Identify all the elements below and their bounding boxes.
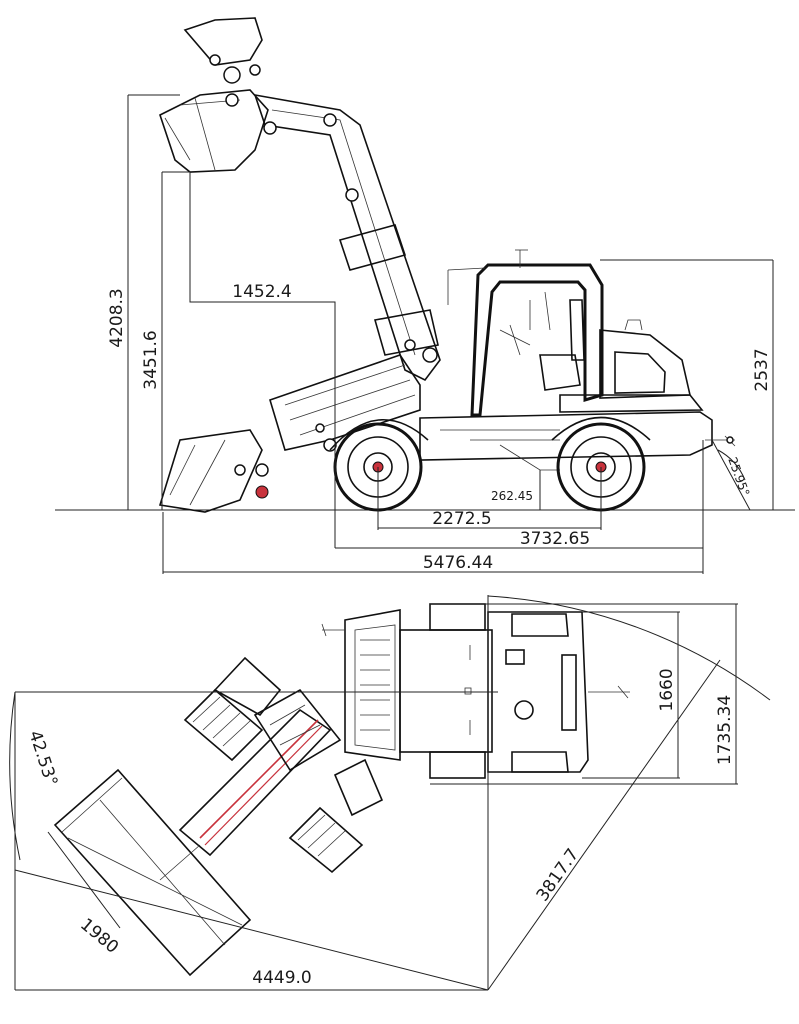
label-vehicle-width: 1660 (657, 668, 677, 711)
dim-overall-width: 1735.34 (430, 603, 738, 785)
dim-dump-height: 3451.6 (141, 171, 190, 510)
raised-bucket (159, 17, 269, 173)
label-dump-height: 3451.6 (141, 330, 161, 389)
label-inner-turning-radius: 3817.7 (533, 845, 584, 905)
dim-wheelbase: 2272.5 (377, 467, 602, 530)
rear-body (487, 611, 630, 773)
engine-hood (599, 329, 691, 399)
lowered-bucket (158, 429, 269, 513)
label-overall-width: 1735.34 (715, 695, 735, 765)
dim-overall-length: 5476.44 (162, 440, 704, 574)
label-articulation-angle: 42.53° (24, 728, 61, 789)
label-departure-angle: 25.95° (725, 455, 752, 498)
label-length-no-bucket: 3732.65 (520, 529, 590, 549)
boom-arm (253, 93, 441, 382)
dim-inner-turning-radius: 3817.7 (487, 659, 721, 991)
label-outer-turning-radius: 4449.0 (252, 968, 311, 988)
dim-vehicle-width: 1660 (582, 611, 680, 779)
label-wheelbase: 2272.5 (432, 509, 491, 529)
articulation-arc (9, 691, 21, 861)
dim-ground-clearance: 262.45 (491, 470, 541, 510)
top-view: 1660 1735.34 3817.7 4449.0 42.53° (9, 595, 771, 991)
front-left-wheel-top (183, 656, 282, 762)
cab (447, 249, 604, 417)
dim-max-height: 4208.3 (107, 94, 180, 510)
rear-fender (551, 416, 651, 441)
label-ground-clearance: 262.45 (491, 489, 533, 503)
label-cab-height: 2537 (752, 348, 772, 391)
dim-departure-angle: 25.95° (711, 439, 752, 511)
dim-length-no-bucket: 3732.65 (335, 529, 703, 549)
engine-window (614, 351, 666, 394)
loader-arm (178, 688, 342, 857)
exhaust-cap (624, 319, 643, 331)
dim-outer-turning-radius: 4449.0 (14, 595, 489, 991)
outer-turning-arc (487, 595, 771, 701)
label-max-height: 4208.3 (107, 288, 127, 347)
label-dump-reach: 1452.4 (232, 282, 291, 302)
front-fender (329, 419, 429, 451)
label-overall-length: 5476.44 (423, 553, 493, 573)
front-right-wheel-top (288, 758, 384, 874)
side-view: 4208.3 3451.6 1452.4 2537 262.45 (55, 17, 795, 574)
dim-cab-height: 2537 (600, 259, 774, 510)
dim-articulation-line (14, 869, 489, 991)
bucket-top (53, 768, 252, 977)
dim-dump-reach: 1452.4 (189, 172, 336, 548)
front-body (320, 603, 498, 779)
lowered-boom (255, 354, 421, 477)
